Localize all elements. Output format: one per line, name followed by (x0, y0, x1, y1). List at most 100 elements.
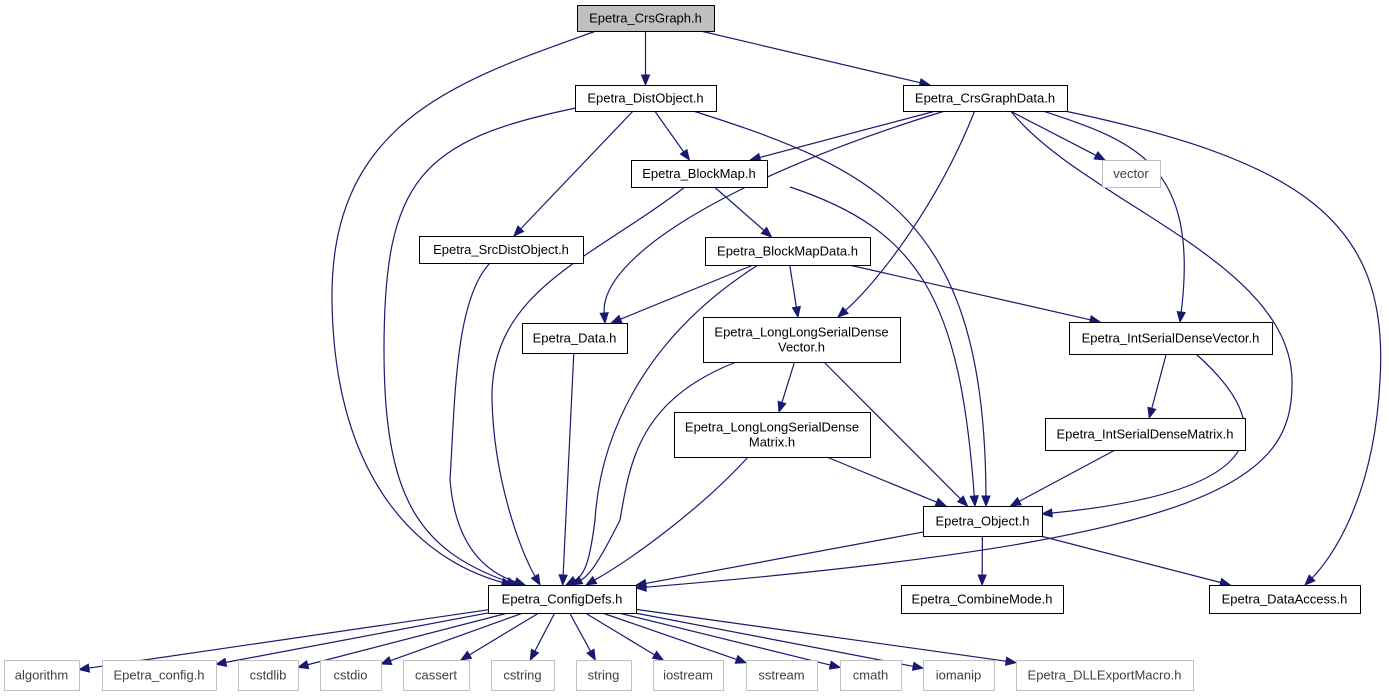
node-algorithm[interactable]: algorithm (4, 660, 80, 691)
node-config[interactable]: Epetra_config.h (102, 660, 217, 691)
node-object[interactable]: Epetra_Object.h (923, 506, 1043, 537)
node-srcdistobject-box (419, 236, 584, 264)
edge-llsdm-to-object-line (826, 456, 937, 503)
edge-configdefs-to-cmath (618, 612, 842, 670)
edge-blockmapdata-to-isdv (848, 264, 1102, 325)
node-distobject[interactable]: Epetra_DistObject.h (575, 85, 717, 112)
node-blockmapdata-label: Epetra_BlockMapData.h (717, 244, 858, 259)
edge-crsgraphdata-to-configdefs-line (645, 109, 1293, 588)
edge-blockmapdata-to-llsdv-line (789, 264, 797, 308)
edge-object-to-dataaccess (1040, 535, 1232, 587)
node-vector-box (1102, 160, 1161, 188)
node-dllexport-label: Epetra_DLLExportMacro.h (1028, 668, 1182, 683)
edge-configdefs-to-cstdio-line (390, 612, 524, 662)
node-cstdlib[interactable]: cstdlib (238, 660, 299, 691)
node-cstdio[interactable]: cstdio (320, 660, 382, 691)
edge-blockmapdata-to-data-line (620, 264, 754, 320)
edge-isdm-to-object-arrowhead (1009, 496, 1023, 507)
node-blockmap[interactable]: Epetra_BlockMap.h (631, 160, 768, 188)
node-crsgraphdata[interactable]: Epetra_CrsGraphData.h (903, 85, 1068, 112)
edge-distobject-to-blockmap-arrowhead (679, 148, 691, 162)
edge-object-to-dataaccess-line (1040, 535, 1221, 584)
edge-configdefs-to-string (569, 612, 596, 662)
edge-data-to-configdefs (558, 352, 575, 587)
edge-crsgraphdata-to-llsdv-arrowhead (836, 306, 850, 318)
edge-llsdv-to-object-arrowhead (956, 495, 969, 507)
edge-crsgraphdata-to-vector (1009, 110, 1107, 161)
node-llsdm-label: Matrix.h (749, 435, 795, 450)
edge-llsdv-to-configdefs (570, 361, 737, 586)
node-vector[interactable]: vector (1102, 160, 1161, 188)
node-iostream[interactable]: iostream (653, 660, 724, 691)
node-algorithm-label: algorithm (15, 668, 68, 683)
edge-llsdv-to-configdefs-line (580, 361, 737, 581)
edge-llsdm-to-configdefs-line (594, 456, 749, 581)
edge-crsgraphdata-to-llsdv (836, 109, 976, 318)
edge-blockmapdata-to-llsdv (789, 264, 801, 319)
node-configdefs[interactable]: Epetra_ConfigDefs.h (488, 585, 637, 614)
node-cstdlib-label: cstdlib (250, 668, 287, 683)
edge-llsdm-to-configdefs (584, 456, 749, 586)
edge-configdefs-to-iostream-line (584, 612, 655, 656)
node-srcdistobject[interactable]: Epetra_SrcDistObject.h (419, 236, 584, 264)
edge-configdefs-to-cmath-arrowhead (828, 660, 842, 670)
node-isdm[interactable]: Epetra_IntSerialDenseMatrix.h (1045, 418, 1246, 451)
node-cassert-box (403, 660, 470, 691)
edge-configdefs-to-iomanip-line (634, 612, 914, 667)
edge-configdefs-to-cstdio-arrowhead (379, 656, 393, 665)
node-object-box (923, 506, 1043, 537)
node-string[interactable]: string (576, 660, 632, 691)
edge-crsgraphdata-to-isdv-line (1039, 109, 1185, 313)
node-configdefs-label: Epetra_ConfigDefs.h (502, 592, 623, 607)
node-iostream-label: iostream (663, 668, 713, 683)
node-llsdv-label: Epetra_LongLongSerialDense (714, 325, 888, 340)
edge-blockmapdata-to-llsdv-arrowhead (791, 305, 801, 319)
edge-configdefs-to-cstring (529, 612, 556, 662)
edge-isdv-to-isdm-arrowhead (1147, 406, 1157, 420)
node-distobject-box (575, 85, 717, 112)
node-combinemode-label: Epetra_CombineMode.h (912, 592, 1053, 607)
node-crsgraph[interactable]: Epetra_CrsGraph.h (577, 5, 715, 32)
edge-llsdv-to-llsdm-arrowhead (777, 400, 787, 414)
node-blockmap-box (631, 160, 768, 188)
edge-srcdistobject-to-configdefs-line (449, 262, 516, 583)
edge-crsgraphdata-to-blockmap (748, 110, 936, 162)
edge-crsgraphdata-to-dataaccess (1059, 109, 1382, 586)
edge-data-to-configdefs-arrowhead (558, 574, 568, 587)
node-string-label: string (588, 668, 620, 683)
node-cassert[interactable]: cassert (403, 660, 470, 691)
node-iomanip-box (923, 660, 995, 691)
node-vector-label: vector (1113, 166, 1149, 181)
node-blockmapdata[interactable]: Epetra_BlockMapData.h (705, 237, 871, 266)
edge-crsgraph-to-configdefs-line (331, 30, 597, 583)
node-crsgraphdata-box (903, 85, 1068, 112)
edge-configdefs-to-dllexport-arrowhead (1004, 656, 1018, 666)
node-cstring[interactable]: cstring (491, 660, 555, 691)
node-combinemode-box (901, 585, 1064, 614)
node-object-label: Epetra_Object.h (936, 514, 1030, 529)
edge-distobject-to-blockmap-line (654, 110, 685, 153)
edge-blockmapdata-to-data (609, 264, 754, 324)
edge-crsgraph-to-configdefs (331, 30, 597, 587)
node-sstream[interactable]: sstream (746, 660, 818, 691)
edge-configdefs-to-cassert (459, 612, 540, 661)
node-cmath[interactable]: cmath (840, 660, 902, 691)
edge-crsgraph-to-distobject-arrowhead (640, 74, 651, 87)
node-dataaccess[interactable]: Epetra_DataAccess.h (1209, 585, 1361, 614)
node-data[interactable]: Epetra_Data.h (522, 323, 628, 354)
node-cmath-box (840, 660, 902, 691)
node-dllexport[interactable]: Epetra_DLLExportMacro.h (1016, 660, 1194, 691)
node-combinemode[interactable]: Epetra_CombineMode.h (901, 585, 1064, 614)
edge-isdv-to-isdm (1147, 353, 1167, 420)
node-iomanip[interactable]: iomanip (923, 660, 995, 691)
edge-object-to-combinemode (977, 535, 987, 587)
node-isdm-label: Epetra_IntSerialDenseMatrix.h (1056, 427, 1233, 442)
edge-crsgraphdata-to-data-arrowhead (599, 312, 609, 325)
node-blockmapdata-box (705, 237, 871, 266)
edge-configdefs-to-cassert-arrowhead (459, 650, 473, 661)
node-cassert-label: cassert (415, 668, 457, 683)
node-isdv[interactable]: Epetra_IntSerialDenseVector.h (1069, 322, 1273, 355)
edge-configdefs-to-sstream-line (602, 612, 737, 661)
